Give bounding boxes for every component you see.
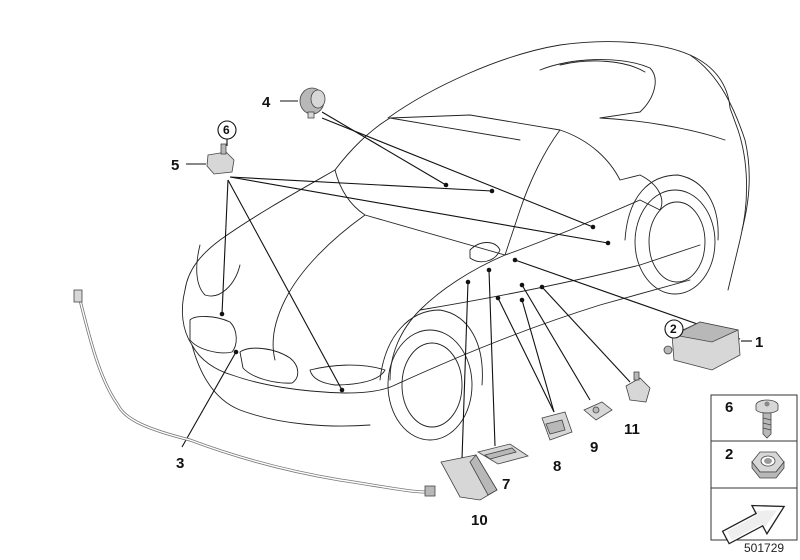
callout-4: 4 [262, 94, 271, 111]
part-5-sensor[interactable] [206, 143, 235, 175]
callout-labels: 4 5 6 2 1 3 7 8 9 10 11 [171, 94, 763, 529]
leader-lines [181, 100, 752, 460]
car-outline [181, 41, 750, 441]
nut-icon [751, 451, 785, 479]
part-10-sensor[interactable] [440, 454, 498, 501]
part-1-control-unit[interactable] [663, 321, 741, 371]
callout-11: 11 [624, 421, 640, 438]
callout-5: 5 [171, 157, 179, 174]
part-8-bracket[interactable] [541, 411, 573, 441]
callout-1: 1 [755, 334, 763, 351]
part-11-bracket[interactable] [625, 371, 651, 403]
callout-8: 8 [553, 458, 561, 475]
part-4-sensor[interactable] [299, 87, 326, 119]
callout-7: 7 [502, 476, 510, 493]
legend-item-2-label: 2 [725, 446, 733, 463]
screw-icon [755, 399, 779, 439]
callout-3: 3 [176, 455, 184, 472]
callout-9: 9 [590, 439, 598, 456]
callout-6: 6 [223, 123, 230, 137]
callout-2-circle [664, 319, 684, 339]
diagram-number: 501729 [744, 541, 785, 555]
part-7-sensor[interactable] [476, 443, 529, 465]
callout-10: 10 [471, 512, 488, 529]
legend-panel: 6 2 [710, 394, 798, 551]
callout-2: 2 [670, 322, 677, 336]
part-3-cable[interactable] [73, 289, 436, 497]
part-9-bracket[interactable] [583, 401, 613, 421]
legend-item-6-label: 6 [725, 399, 733, 416]
arrow-icon[interactable] [718, 492, 791, 551]
